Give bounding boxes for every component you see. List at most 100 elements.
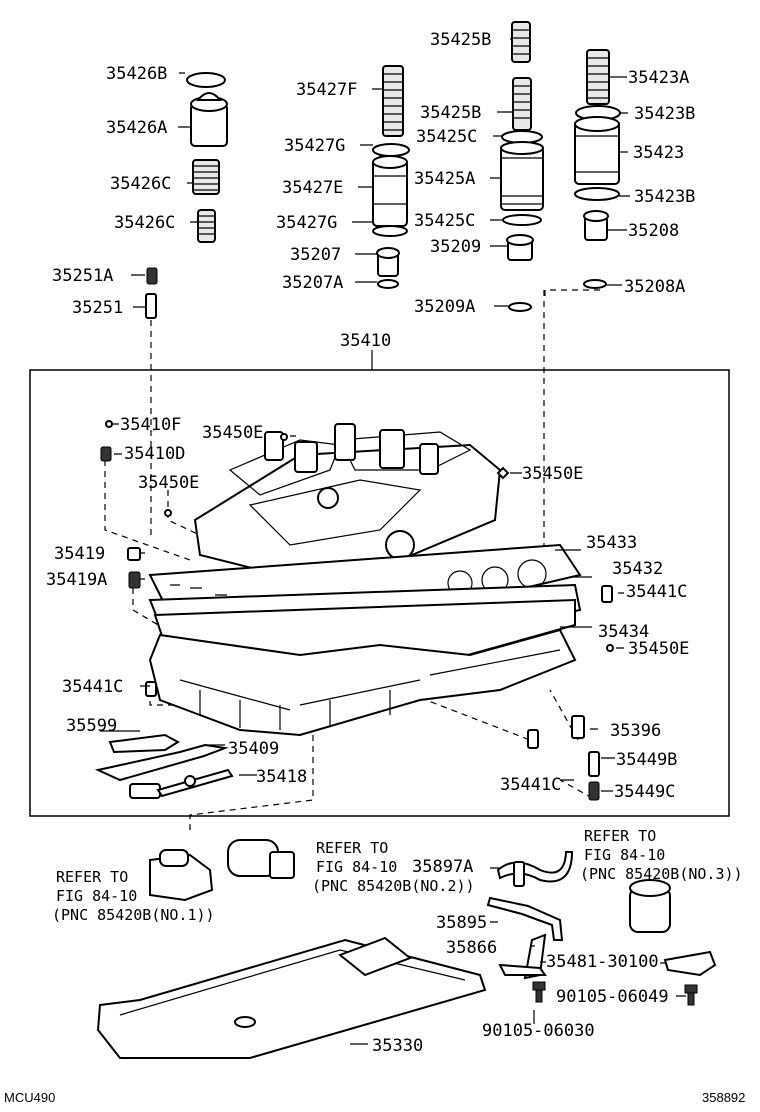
refer-note-no1-line3: (PNC 85420B(NO.1))	[52, 906, 215, 924]
part-35209A-ring	[508, 302, 532, 312]
part-35866-bracket	[498, 933, 547, 980]
part-35450E-ball-a	[280, 433, 288, 441]
label-35866: 35866	[446, 938, 497, 958]
part-35441C-plug-b	[145, 681, 157, 697]
label-35208A: 35208A	[624, 277, 685, 297]
part-35410F-ball	[105, 420, 113, 428]
refer-note-no2-line2: FIG 84-10	[316, 858, 397, 876]
label-35423: 35423	[633, 143, 684, 163]
label-35426C-bot: 35426C	[114, 213, 175, 233]
label-35425B-top: 35425B	[430, 30, 491, 50]
label-35599: 35599	[66, 716, 117, 736]
refer-note-no2[interactable]: REFER TO FIG 84-10 (PNC 85420B(NO.2))	[312, 839, 475, 895]
label-35450E-b: 35450E	[138, 473, 199, 493]
label-35208: 35208	[628, 221, 679, 241]
refer-note-no3-line1: REFER TO	[584, 827, 656, 845]
part-35208A-ring	[583, 279, 607, 289]
part-35423A-spring	[586, 49, 610, 105]
part-35450E-ball-d	[606, 644, 614, 652]
part-35450E-ball-b	[164, 509, 172, 517]
part-35251-pin	[145, 293, 157, 319]
label-35410F: 35410F	[120, 415, 181, 435]
label-35426C-top: 35426C	[110, 174, 171, 194]
part-35441C-plug-c	[527, 729, 539, 749]
label-35251A: 35251A	[52, 266, 113, 286]
label-35426A: 35426A	[106, 118, 167, 138]
part-35396-plug	[571, 715, 585, 739]
refer-note-no1-line1: REFER TO	[56, 868, 128, 886]
part-35251A-pin	[146, 267, 158, 285]
part-35410D-plug	[100, 446, 112, 462]
label-35449B: 35449B	[616, 750, 677, 770]
label-35425C-top: 35425C	[416, 127, 477, 147]
footer-right-code: 358892	[702, 1090, 745, 1105]
part-35427F-spring	[382, 65, 404, 137]
part-35425C-ring-bot	[502, 214, 542, 226]
label-35209: 35209	[430, 237, 481, 257]
part-35426B-ring	[186, 72, 226, 88]
oil-strainer-35330	[96, 936, 487, 1059]
label-35251: 35251	[72, 298, 123, 318]
refer-note-no2-line3: (PNC 85420B(NO.2))	[312, 877, 475, 895]
label-35410D: 35410D	[124, 444, 185, 464]
part-35409-lever	[94, 743, 229, 782]
label-35895: 35895	[436, 913, 487, 933]
label-90105-06049: 90105-06049	[556, 987, 669, 1007]
label-35423B-top: 35423B	[634, 104, 695, 124]
label-35432: 35432	[612, 559, 663, 579]
part-35897A-pipe	[496, 851, 574, 887]
lower-valve-body	[148, 628, 577, 737]
part-35425B-spring	[512, 77, 532, 131]
label-35207: 35207	[290, 245, 341, 265]
label-35396: 35396	[610, 721, 661, 741]
part-35441C-plug-a	[601, 585, 613, 603]
label-35410: 35410	[340, 331, 391, 351]
label-35450E-a: 35450E	[202, 423, 263, 443]
label-35426B: 35426B	[106, 64, 167, 84]
part-35427G-ring-bot	[372, 225, 408, 237]
label-90105-06030: 90105-06030	[482, 1021, 595, 1041]
refer-note-no3-line2: FIG 84-10	[584, 846, 665, 864]
solenoid-3	[629, 879, 671, 933]
part-35207-plug	[376, 247, 400, 277]
label-35441C-c: 35441C	[500, 775, 561, 795]
part-35599-plate	[108, 733, 181, 754]
part-35207A-ring	[377, 279, 399, 289]
label-35423B-bot: 35423B	[634, 187, 695, 207]
label-35481-30100: 35481-30100	[546, 952, 659, 972]
solenoid-2	[227, 839, 295, 879]
part-35449C-spring	[588, 781, 600, 801]
label-35425C-bot: 35425C	[414, 211, 475, 231]
footer-left-code: MCU490	[4, 1090, 55, 1105]
label-35434: 35434	[598, 622, 649, 642]
refer-note-no1-line2: FIG 84-10	[56, 887, 137, 905]
label-35418: 35418	[256, 767, 307, 787]
refer-note-no3[interactable]: REFER TO FIG 84-10 (PNC 85420B(NO.3))	[580, 827, 743, 883]
part-35419-plug	[127, 547, 141, 561]
part-35423B-ring-bot	[574, 187, 620, 201]
label-35423A: 35423A	[628, 68, 689, 88]
solenoid-1	[149, 849, 214, 902]
valve-body-frame	[29, 369, 730, 817]
part-35419A-spring	[128, 571, 141, 589]
label-35441C-a: 35441C	[626, 582, 687, 602]
part-35427E-sleeve	[372, 155, 408, 227]
part-90105-bolt-b	[532, 981, 546, 1003]
part-35895-pipe	[486, 896, 564, 941]
label-35427E: 35427E	[282, 178, 343, 198]
label-35425B: 35425B	[420, 103, 481, 123]
refer-note-no1[interactable]: REFER TO FIG 84-10 (PNC 85420B(NO.1))	[52, 868, 215, 924]
refer-note-no2-line1: REFER TO	[316, 839, 388, 857]
label-35433: 35433	[586, 533, 637, 553]
part-35425A-sleeve	[500, 141, 544, 211]
part-35426A-sleeve	[190, 92, 228, 147]
part-35449B-pin	[588, 751, 600, 777]
label-35207A: 35207A	[282, 273, 343, 293]
label-35450E-d: 35450E	[628, 639, 689, 659]
label-35209A: 35209A	[414, 297, 475, 317]
refer-note-no3-line3: (PNC 85420B(NO.3))	[580, 865, 743, 883]
label-35419: 35419	[54, 544, 105, 564]
part-35209-plug	[506, 234, 534, 261]
label-35409: 35409	[228, 739, 279, 759]
